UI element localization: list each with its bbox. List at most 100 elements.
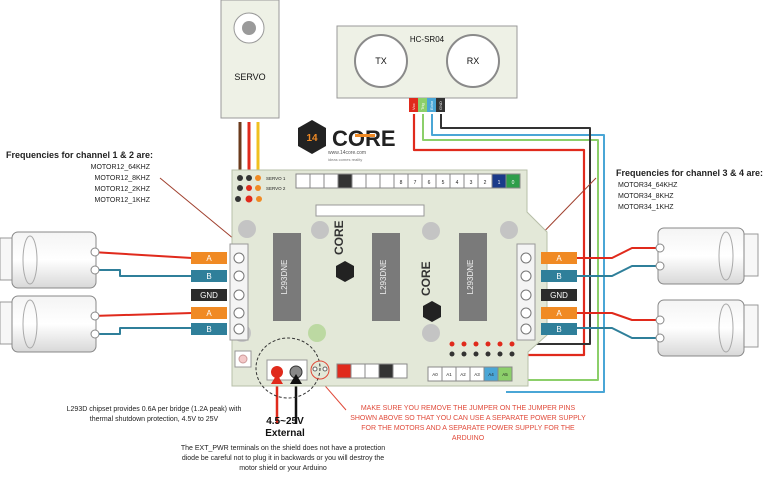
left-motor1-wire-red [91,251,193,259]
jumper-highlight [310,360,330,380]
ext-power-arrowhead-black [290,374,302,384]
left-motor1-wire-blue [92,269,192,277]
dc-motor-right-1 [655,227,759,285]
logo-url: www.14core.com [328,150,366,156]
terminal-tag [541,307,577,319]
chipset-note: L293D chipset provides 0.6A per bridge (… [66,406,242,423]
left-freq-list: MOTOR12_64KHZ MOTOR12_8KHZ MOTOR12_2KHZ … [60,162,150,206]
terminal-tag [191,289,227,301]
terminal-tag-label: B [206,272,211,281]
digital-pin-label: 0 [512,180,515,186]
sensor-title: HC-SR04 [410,35,445,44]
header-pin [295,173,311,189]
digital-pin [505,173,521,189]
dc-motor-left-1 [0,231,100,289]
terminal-tag [191,252,227,264]
terminal-tag-label: B [206,325,211,334]
sensor-wire-green [422,114,599,381]
sensor-pin-header: Vcc Trig Echo GND [409,98,445,112]
left-freq-leader [159,177,241,245]
sensor-wire-black [440,114,591,345]
digital-pin-label: 3 [470,180,473,186]
right-terminal-block [516,243,536,341]
power-pin-header [336,363,408,379]
external-text: External [265,428,305,439]
header-pin [309,173,325,189]
terminal-tag-label: A [206,254,212,263]
sensor-wire-red [412,114,586,357]
analog-pin-label: A3 [474,372,480,377]
terminal-tag [541,323,577,335]
driver-chip: L293DNE [372,233,400,321]
right-freq-item: MOTOR34_64KHZ [618,182,678,189]
analog-pin-label: A5 [502,372,508,377]
sensor-pin-label: Trig [420,103,425,110]
left-terminal-block [229,243,249,341]
logo-badge: 14 [306,133,318,144]
header-pin [323,173,339,189]
left-freq-item: MOTOR12_64KHZ [90,164,150,171]
logo-text: CORE [332,126,396,151]
sensor-wire-blue [431,114,605,393]
logo-tagline: ideas comes reality [328,157,362,162]
right-freq-title: Frequencies for channel 3 & 4 are: [616,168,764,178]
left-freq-item: MOTOR12_8KHZ [94,175,151,182]
digital-pin-label: 5 [442,180,445,186]
terminal-tag [541,289,577,301]
terminal-tag-label: B [556,272,561,281]
right-motor2-wire-red [576,312,660,321]
terminal-tag [191,323,227,335]
driver-chip-label: L293DNE [466,260,475,295]
left-freq-item: MOTOR12_1KHZ [94,197,151,204]
driver-chip-label: L293DNE [379,260,388,295]
servo2-label: SERVO 2 [266,186,286,191]
driver-chip-label: L293DNE [280,260,289,295]
servo-label: SERVO [234,72,265,82]
jumper-warning: MAKE SURE YOU REMOVE THE JUMPER ON THE J… [350,405,586,442]
board-logo-text: CORE [332,220,346,255]
ultrasonic-sensor: HC-SR04 TX RX Vcc Trig Echo GND [336,25,518,112]
brand-logo: 14 CORE www.14core.com ideas comes reali… [298,120,396,162]
left-freq-item: MOTOR12_2KHZ [94,186,151,193]
analog-pin-label: A0 [432,372,438,377]
terminal-tag [541,270,577,282]
left-motor2-wire-blue [92,327,192,335]
driver-chip: L293DNE [459,233,487,321]
terminal-tag-label: B [556,325,561,334]
left-freq-title: Frequencies for channel 1 & 2 are: [6,150,154,160]
right-motor1-wire-blue [576,265,660,277]
sensor-pin-label: Echo [429,100,434,110]
dc-motor-right-2 [655,299,759,357]
terminal-tag-label: GND [200,291,218,300]
sensor-rx-label: RX [467,56,480,66]
wires [91,114,660,424]
digital-pin-label: 2 [484,180,487,186]
external-power-label: 4.5~25V External [250,416,320,440]
header-pin [365,173,381,189]
right-freq-item: MOTOR34_8KHZ [618,193,674,200]
driver-chip: L293DNE [273,233,301,321]
ext-power-terminal [266,359,308,381]
header-pin [337,173,353,189]
digital-pin-label: 1 [498,180,501,186]
right-freq-item: MOTOR34_1KHZ [618,204,674,211]
ext-pwr-warning: The EXT_PWR terminals on the shield does… [180,445,386,472]
servo-motor: SERVO [220,0,280,119]
board-logo-text: CORE [419,261,433,296]
sensor-pin-label: Vcc [411,103,416,110]
digital-pin-label: 4 [456,180,459,186]
digital-pin-label: 8 [400,180,403,186]
right-motor1-wire-red [576,247,660,259]
terminal-tag-label: A [556,309,562,318]
analog-pin-label: A4 [488,372,494,377]
terminal-tag [191,270,227,282]
ext-power-highlight [255,337,321,399]
sensor-pin-label: GND [438,101,443,110]
